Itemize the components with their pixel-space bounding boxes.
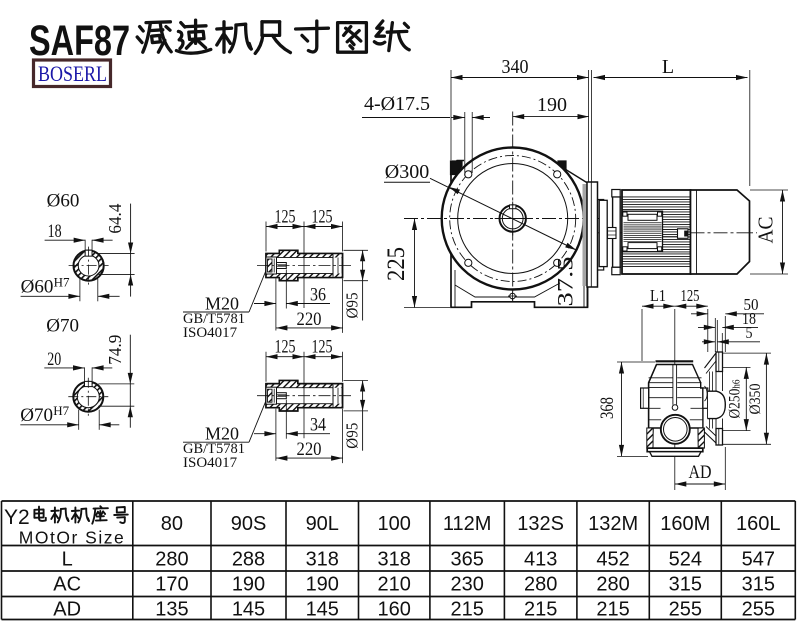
svg-text:547: 547 (742, 549, 775, 571)
svg-text:ISO4017: ISO4017 (183, 325, 238, 341)
svg-text:GB/T5781: GB/T5781 (183, 311, 245, 327)
svg-text:190: 190 (537, 94, 567, 116)
svg-text:190: 190 (306, 574, 339, 596)
svg-text:280: 280 (524, 574, 557, 596)
svg-text:215: 215 (596, 599, 629, 621)
svg-text:AD: AD (53, 599, 81, 621)
svg-text:280: 280 (596, 574, 629, 596)
svg-text:368: 368 (597, 397, 618, 419)
svg-text:255: 255 (669, 599, 702, 621)
svg-text:255: 255 (742, 599, 775, 621)
svg-text:BOSERL: BOSERL (38, 61, 107, 86)
svg-text:125: 125 (312, 207, 333, 228)
svg-text:524: 524 (669, 549, 702, 571)
svg-text:160L: 160L (736, 513, 781, 535)
svg-text:145: 145 (306, 599, 339, 621)
svg-text:MOtOr Size: MOtOr Size (19, 528, 125, 548)
svg-text:413: 413 (524, 549, 557, 571)
svg-text:318: 318 (306, 549, 339, 571)
svg-text:74.9: 74.9 (105, 334, 125, 364)
svg-text:Ø70: Ø70 (46, 316, 79, 337)
svg-text:170: 170 (155, 574, 188, 596)
svg-text:SAF87: SAF87 (29, 17, 130, 65)
svg-text:230: 230 (450, 574, 483, 596)
svg-text:Ø250h6: Ø250h6 (727, 379, 744, 418)
svg-text:210: 210 (378, 574, 411, 596)
svg-text:AC: AC (754, 217, 778, 244)
svg-text:37.5: 37.5 (553, 257, 578, 307)
svg-text:365: 365 (450, 549, 483, 571)
svg-text:34: 34 (310, 415, 326, 436)
svg-text:280: 280 (155, 549, 188, 571)
svg-text:4-Ø17.5: 4-Ø17.5 (364, 93, 430, 115)
svg-text:160: 160 (378, 599, 411, 621)
svg-text:340: 340 (502, 56, 529, 78)
svg-text:5: 5 (746, 323, 753, 342)
svg-text:Ø70: Ø70 (20, 405, 53, 426)
svg-text:M20: M20 (205, 294, 239, 314)
svg-text:315: 315 (742, 574, 775, 596)
svg-text:112M: 112M (443, 513, 492, 535)
svg-text:H7: H7 (53, 403, 69, 418)
svg-text:64.4: 64.4 (105, 203, 125, 233)
svg-text:90L: 90L (306, 513, 339, 535)
svg-text:220: 220 (297, 439, 322, 460)
svg-text:M20: M20 (205, 424, 239, 444)
svg-text:135: 135 (155, 599, 188, 621)
svg-text:AD: AD (689, 462, 712, 483)
svg-text:20: 20 (47, 349, 61, 370)
svg-text:ISO4017: ISO4017 (183, 455, 238, 471)
svg-text:L: L (662, 56, 674, 78)
svg-text:18: 18 (48, 221, 62, 242)
svg-text:18: 18 (742, 309, 756, 328)
svg-text:Ø95: Ø95 (343, 423, 362, 449)
svg-text:125: 125 (275, 337, 296, 358)
svg-text:L: L (62, 549, 73, 571)
svg-text:Ø60: Ø60 (21, 276, 54, 297)
svg-text:36: 36 (310, 285, 326, 306)
svg-text:125: 125 (681, 286, 700, 305)
svg-text:100: 100 (378, 513, 411, 535)
svg-text:452: 452 (596, 549, 629, 571)
svg-text:220: 220 (297, 309, 322, 330)
svg-text:80: 80 (161, 513, 183, 535)
svg-text:160M: 160M (660, 513, 710, 535)
svg-text:Ø95: Ø95 (343, 293, 362, 319)
svg-text:Ø60: Ø60 (47, 191, 80, 212)
svg-text:H7: H7 (54, 274, 70, 289)
svg-text:132M: 132M (588, 513, 638, 535)
svg-text:225: 225 (383, 247, 410, 281)
svg-text:215: 215 (450, 599, 483, 621)
svg-text:315: 315 (669, 574, 702, 596)
svg-text:288: 288 (232, 549, 265, 571)
svg-text:GB/T5781: GB/T5781 (183, 441, 245, 457)
svg-text:132S: 132S (517, 513, 564, 535)
svg-text:Ø300: Ø300 (385, 161, 429, 183)
svg-text:215: 215 (524, 599, 557, 621)
svg-text:125: 125 (312, 337, 333, 358)
svg-text:AC: AC (53, 574, 81, 596)
svg-text:318: 318 (378, 549, 411, 571)
svg-text:190: 190 (232, 574, 265, 596)
svg-text:90S: 90S (231, 513, 267, 535)
svg-text:Ø350: Ø350 (747, 384, 764, 415)
svg-text:L1: L1 (650, 286, 666, 305)
svg-text:125: 125 (275, 207, 296, 228)
svg-text:50: 50 (744, 295, 759, 314)
svg-text:Y2: Y2 (4, 506, 30, 529)
svg-text:145: 145 (232, 599, 265, 621)
